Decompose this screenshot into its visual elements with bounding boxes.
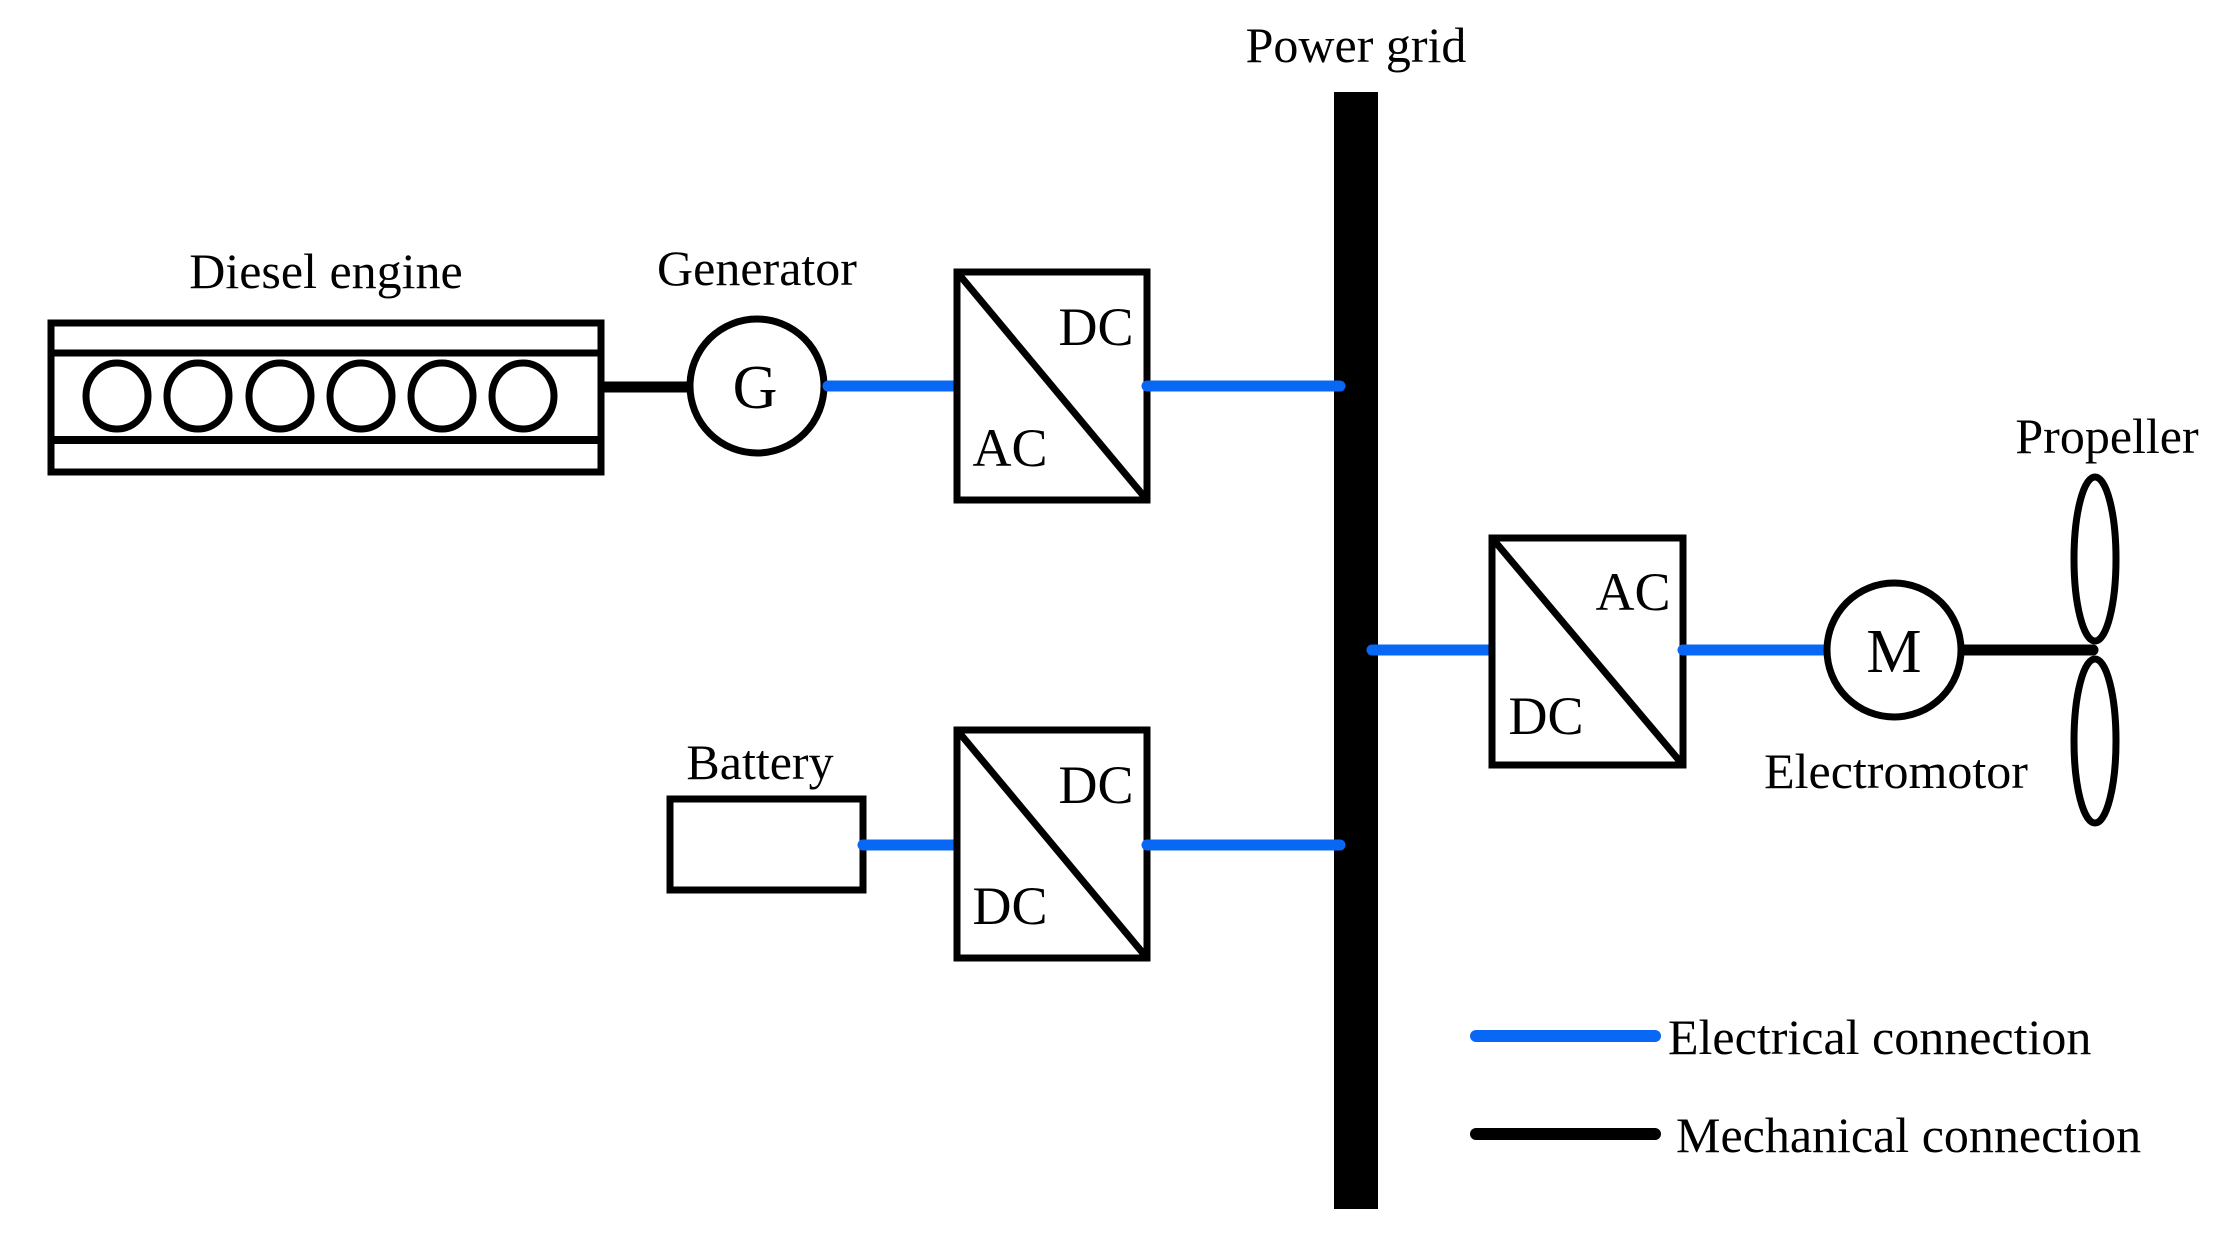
propeller-icon — [2070, 473, 2120, 827]
battery-chopper-converter: DC DC — [953, 726, 1151, 962]
diesel-engine-icon — [47, 319, 605, 476]
converter-diagonal-icon — [954, 269, 1150, 503]
propeller-blade-upper — [2070, 473, 2120, 645]
cylinder-icon — [245, 359, 315, 433]
electromotor: M Electromotor — [1764, 579, 2028, 799]
battery: Battery — [666, 734, 867, 894]
generator: Generator G — [657, 240, 857, 457]
legend: Electrical connection Mechanical connect… — [1470, 1009, 2141, 1163]
diesel-engine: Diesel engine — [47, 243, 605, 476]
propeller-blade-lower — [2070, 655, 2120, 827]
diesel-engine-label: Diesel engine — [189, 243, 463, 299]
cylinder-icon — [407, 359, 477, 433]
cylinder-icon — [82, 359, 152, 433]
converter-input-label: DC — [1508, 686, 1583, 746]
converter-diagonal-icon — [954, 727, 1150, 961]
cylinder-icon — [326, 359, 396, 433]
converter-input-label: AC — [972, 418, 1047, 478]
motor-inverter-converter: AC DC — [1488, 534, 1687, 769]
propeller: Propeller — [2015, 408, 2199, 827]
battery-label: Battery — [686, 734, 833, 790]
battery-icon — [666, 795, 867, 894]
cylinder-icon — [163, 359, 233, 433]
generator-rectifier-converter: DC AC — [953, 268, 1151, 504]
power-grid-label: Power grid — [1246, 17, 1467, 73]
legend-mechanical-label: Mechanical connection — [1676, 1107, 2141, 1163]
cylinder-icon — [488, 359, 558, 433]
motor-symbol-letter: M — [1866, 618, 1921, 686]
power-grid: Power grid — [1246, 17, 1467, 1209]
legend-electrical-label: Electrical connection — [1668, 1009, 2091, 1065]
generator-label: Generator — [657, 240, 857, 296]
converter-output-label: AC — [1595, 562, 1670, 622]
generator-symbol-letter: G — [733, 354, 778, 422]
electromotor-label: Electromotor — [1764, 743, 2028, 799]
converter-diagonal-icon — [1489, 535, 1686, 768]
converter-output-label: DC — [1058, 755, 1133, 815]
converter-input-label: DC — [972, 876, 1047, 936]
converter-output-label: DC — [1058, 297, 1133, 357]
propeller-label: Propeller — [2015, 408, 2199, 464]
